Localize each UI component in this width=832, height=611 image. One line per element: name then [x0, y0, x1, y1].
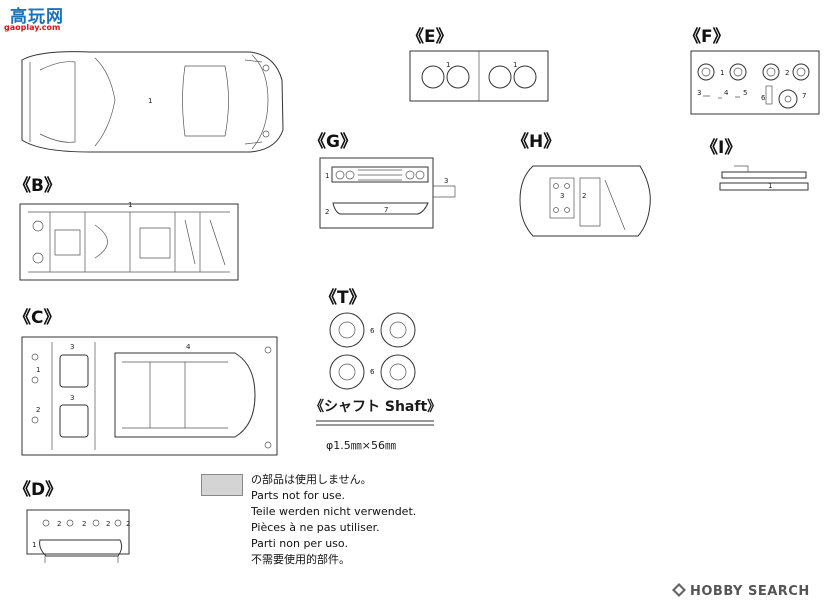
label-group-t: 《T》	[320, 288, 366, 308]
svg-text:1: 1	[513, 61, 517, 69]
label-group-f: 《F》	[684, 27, 730, 47]
svg-text:1: 1	[325, 172, 329, 180]
label-group-e: 《E》	[407, 27, 453, 47]
note-zh: 不需要使用的部件。	[251, 553, 350, 566]
hobby-search-icon	[672, 583, 686, 597]
part-group-a-body: 1	[21, 51, 284, 153]
svg-text:2: 2	[582, 192, 586, 200]
svg-text:5: 5	[743, 89, 747, 97]
svg-text:6: 6	[370, 327, 375, 335]
shaft-drawing	[316, 420, 434, 426]
part-group-d: 2 2 2 2 1	[26, 509, 130, 563]
svg-text:4: 4	[724, 89, 729, 97]
brand-text: HOBBY SEARCH	[690, 584, 810, 599]
svg-text:3: 3	[70, 343, 74, 351]
not-for-use-swatch	[201, 474, 243, 496]
svg-text:6: 6	[761, 94, 766, 102]
svg-text:1: 1	[36, 366, 40, 374]
label-group-h: 《H》	[512, 132, 561, 152]
svg-text:3: 3	[560, 192, 564, 200]
shaft-title: 《シャフト Shaft》	[310, 399, 442, 415]
svg-text:2: 2	[126, 520, 130, 528]
part-group-f-gauges: 1 2 3 4 5 6 7	[690, 50, 820, 115]
svg-text:1: 1	[720, 69, 724, 77]
note-ja: の部品は使用しません。	[251, 473, 372, 486]
svg-text:2: 2	[36, 406, 40, 414]
label-group-c: 《C》	[14, 308, 61, 328]
note-fr: Pièces à ne pas utiliser.	[251, 521, 380, 534]
hobby-search-logo: HOBBY SEARCH	[672, 583, 810, 601]
svg-text:1: 1	[32, 541, 36, 549]
svg-text:3: 3	[697, 89, 701, 97]
part-group-h-floor: 3 2	[519, 165, 651, 237]
svg-text:7: 7	[802, 92, 806, 100]
note-de: Teile werden nicht verwendet.	[251, 505, 417, 518]
note-it: Parti non per uso.	[251, 537, 348, 550]
part-group-c-interior: 3 4 1 2 3	[21, 336, 278, 456]
part-group-g-grille: 1 2 3 7	[319, 157, 456, 229]
svg-text:1: 1	[446, 61, 450, 69]
label-group-b: 《B》	[14, 176, 61, 196]
svg-text:6: 6	[370, 368, 375, 376]
watermark-logo: 高玩网 gaoplay.com	[2, 2, 80, 38]
part-group-t-tires: 6 6	[329, 312, 416, 390]
svg-text:2: 2	[82, 520, 86, 528]
svg-text:2: 2	[57, 520, 61, 528]
label-group-d: 《D》	[14, 480, 63, 500]
svg-text:3: 3	[444, 177, 448, 185]
watermark-name: 高玩网	[10, 7, 64, 27]
svg-text:1: 1	[148, 97, 152, 105]
label-group-g: 《G》	[309, 132, 357, 152]
shaft-dimension: φ1.5㎜×56㎜	[326, 439, 396, 452]
part-group-b-chassis: 1	[19, 201, 239, 281]
svg-text:1: 1	[128, 201, 132, 209]
watermark-url: gaoplay.com	[4, 23, 61, 32]
part-group-i: 1	[719, 165, 809, 191]
svg-text:3: 3	[70, 394, 74, 402]
note-en: Parts not for use.	[251, 489, 346, 502]
label-group-i: 《I》	[701, 138, 742, 158]
part-group-e-lamps: 1 1	[409, 50, 549, 102]
svg-text:4: 4	[186, 343, 191, 351]
not-for-use-notes: の部品は使用しません。 Parts not for use. Teile wer…	[251, 472, 416, 568]
svg-text:2: 2	[785, 69, 789, 77]
svg-text:1: 1	[768, 182, 772, 190]
svg-text:2: 2	[325, 208, 329, 216]
svg-text:2: 2	[106, 520, 110, 528]
svg-text:7: 7	[384, 206, 388, 214]
